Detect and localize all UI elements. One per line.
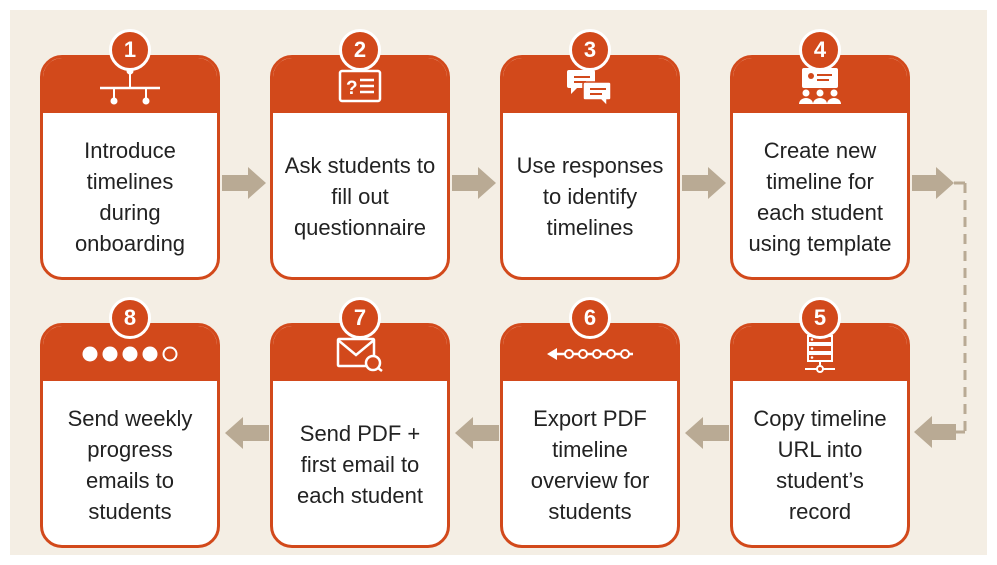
step-body-8: Send weekly progress emails to students: [43, 381, 217, 545]
step-number-2: 2: [339, 29, 381, 71]
step-card-5: Copy timeline URL into student’s record: [730, 323, 910, 548]
presentation-users-icon: [799, 67, 841, 104]
arrow-left-5-6: [685, 417, 729, 449]
connector-4-to-5: [912, 167, 967, 448]
step-card-1: Introduce timelines during onboarding: [40, 55, 220, 280]
progress-dots-icon: [82, 346, 178, 361]
step-card-3: Use responses to identify timelines: [500, 55, 680, 280]
step-number-4: 4: [799, 29, 841, 71]
step-number-8: 8: [109, 297, 151, 339]
step-card-4: Create new timeline for each student usi…: [730, 55, 910, 280]
step-body-1: Introduce timelines during onboarding: [43, 113, 217, 277]
step-card-8: Send weekly progress emails to students: [40, 323, 220, 548]
step-text-8: Send weekly progress emails to students: [67, 405, 193, 524]
step-card-2: ? Ask students to fill out questionnaire: [270, 55, 450, 280]
step-card-6: Export PDF timeline overview for student…: [500, 323, 680, 548]
step-number-1: 1: [109, 29, 151, 71]
arrow-left-7-8: [225, 417, 269, 449]
arrow-left-6-7: [455, 417, 499, 449]
questionnaire-icon: ?: [338, 69, 382, 102]
step-body-6: Export PDF timeline overview for student…: [503, 381, 677, 545]
email-search-icon: [336, 337, 383, 372]
step-text-7: Send PDF + first email to each student: [297, 421, 423, 508]
step-text-3: Use responses to identify timelines: [516, 153, 664, 240]
step-number-3: 3: [569, 29, 611, 71]
step-body-3: Use responses to identify timelines: [503, 113, 677, 277]
timeline-branch-icon: [100, 67, 160, 104]
step-text-4: Create new timeline for each student usi…: [748, 137, 892, 256]
timeline-export-icon: [547, 347, 633, 360]
arrow-right-3-4: [682, 167, 726, 199]
step-text-2: Ask students to fill out questionnaire: [284, 153, 436, 240]
step-card-7: Send PDF + first email to each student: [270, 323, 450, 548]
step-body-2: Ask students to fill out questionnaire: [273, 113, 447, 277]
step-body-5: Copy timeline URL into student’s record: [733, 381, 907, 545]
server-network-icon: [805, 334, 835, 373]
step-text-6: Export PDF timeline overview for student…: [530, 405, 650, 524]
diagram-canvas: Introduce timelines during onboarding ? …: [10, 10, 987, 555]
step-number-7: 7: [339, 297, 381, 339]
step-body-4: Create new timeline for each student usi…: [733, 113, 907, 277]
step-body-7: Send PDF + first email to each student: [273, 381, 447, 545]
arrow-right-1-2: [222, 167, 266, 199]
step-number-5: 5: [799, 297, 841, 339]
step-number-6: 6: [569, 297, 611, 339]
svg-text:?: ?: [346, 78, 358, 99]
arrow-right-2-3: [452, 167, 496, 199]
chat-bubbles-icon: [567, 69, 612, 105]
step-text-5: Copy timeline URL into student’s record: [753, 405, 887, 524]
step-text-1: Introduce timelines during onboarding: [74, 137, 186, 256]
